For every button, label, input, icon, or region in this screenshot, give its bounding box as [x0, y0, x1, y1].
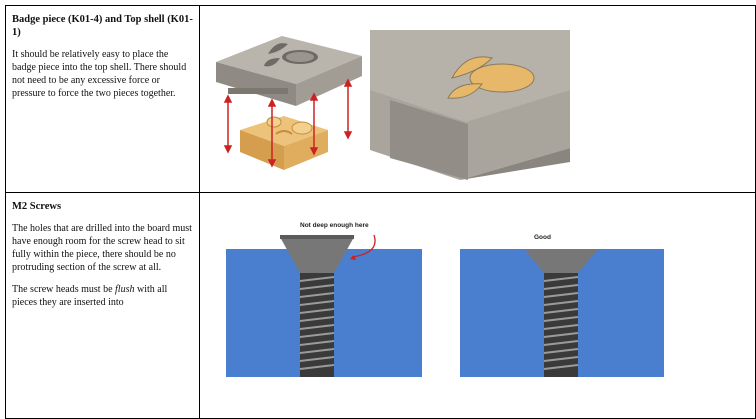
badge-assembly-render	[206, 30, 367, 180]
screw-threads	[544, 276, 579, 370]
instruction-table: Badge piece (K01-4) and Top shell (K01-1…	[4, 5, 756, 419]
badge-paragraph: It should be relatively easy to place th…	[12, 49, 187, 99]
flush-before: The screw heads must be	[12, 284, 116, 295]
flush-emphasis: flush	[115, 284, 135, 295]
screws-paragraph: The holes that are drilled into the boar…	[12, 223, 192, 273]
badge-image-cell	[199, 5, 756, 193]
screw-bad-example: Not deep enough here	[226, 213, 423, 377]
insert-direction-arrows	[223, 78, 353, 168]
flush-after: with all pieces they are inserted into	[12, 284, 168, 308]
badge-text-cell: Badge piece (K01-4) and Top shell (K01-1…	[4, 5, 201, 193]
screw-good-example: Good	[436, 213, 665, 377]
screws-section-row: M2 Screws The holes that are drilled int…	[4, 192, 756, 419]
badge-assembled-render	[370, 30, 571, 180]
screws-image-cell: Not deep enough here Good	[199, 192, 756, 419]
screw-threads	[300, 276, 335, 370]
flush-paragraph: The screw heads must be flush with all p…	[12, 283, 194, 309]
bad-annotation: Not deep enough here	[300, 222, 369, 229]
badge-section-row: Badge piece (K01-4) and Top shell (K01-1…	[4, 5, 756, 193]
screws-text-cell: M2 Screws The holes that are drilled int…	[4, 192, 201, 419]
screws-heading: M2 Screws	[12, 201, 62, 212]
good-annotation: Good	[534, 234, 551, 241]
badge-heading: Badge piece (K01-4) and Top shell (K01-1…	[12, 14, 193, 38]
